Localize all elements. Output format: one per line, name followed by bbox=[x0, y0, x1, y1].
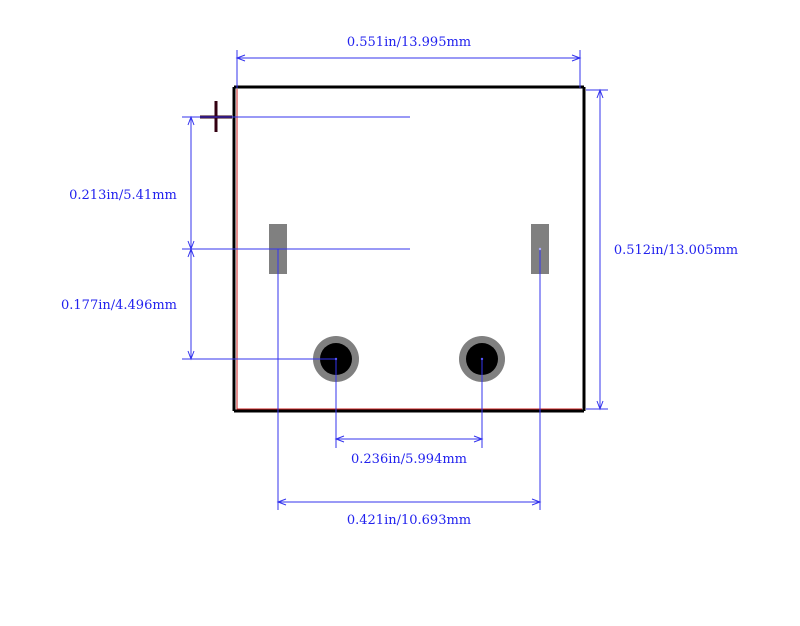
width-label: 0.551in/13.995mm bbox=[347, 35, 471, 50]
pad-spacing-dimension: 0.421in/10.693mm bbox=[276, 249, 542, 528]
height-label: 0.512in/13.005mm bbox=[614, 243, 738, 258]
height-dimension: 0.512in/13.005mm bbox=[586, 88, 738, 411]
width-dimension: 0.551in/13.995mm bbox=[235, 35, 582, 88]
hole-right-center bbox=[480, 357, 484, 361]
pad-spacing-label: 0.421in/10.693mm bbox=[347, 513, 471, 528]
marker-to-pads-dimension: 0.213in/5.41mm bbox=[69, 115, 410, 251]
pads-to-holes-label: 0.177in/4.496mm bbox=[61, 298, 177, 313]
pad-right-center bbox=[538, 247, 542, 251]
component-outline bbox=[232, 85, 586, 413]
hole-left-center bbox=[334, 357, 338, 361]
hole-spacing-dimension: 0.236in/5.994mm bbox=[334, 359, 484, 467]
marker-to-pads-label: 0.213in/5.41mm bbox=[69, 188, 177, 203]
pads-to-holes-dimension: 0.177in/4.496mm bbox=[61, 247, 336, 361]
hole-spacing-label: 0.236in/5.994mm bbox=[351, 452, 467, 467]
